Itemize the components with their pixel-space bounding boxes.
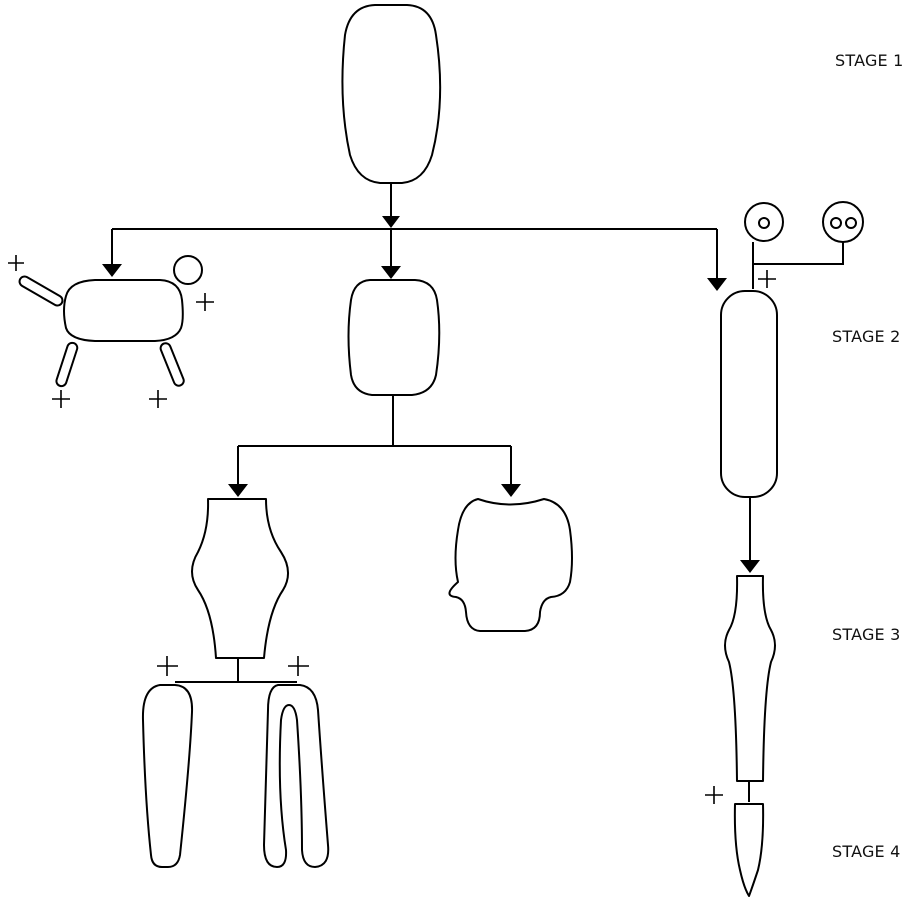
- arrowhead-capsule: [740, 560, 760, 573]
- arrowhead-middle-right: [501, 484, 521, 497]
- skull-shape: [448, 498, 573, 632]
- arrowhead-right-branch: [707, 278, 727, 291]
- left-figure-body-shape: [63, 279, 184, 342]
- arrowhead-middle-branch: [381, 266, 401, 279]
- forked-limb-shape: [263, 684, 330, 868]
- arrowhead-left-branch: [102, 264, 122, 277]
- plus-sign-left-limb: [157, 656, 178, 676]
- plus-sign-right-leg: [149, 390, 167, 408]
- left-figure-right-leg-limb: [159, 342, 185, 387]
- left-figure-left-leg-limb: [55, 341, 79, 388]
- plus-sign-left-leg: [52, 390, 70, 408]
- left-limb-shape: [141, 684, 194, 868]
- plus-sign-head: [196, 293, 214, 311]
- double-nucleus-dot-left: [830, 217, 842, 229]
- plus-sign-right-limb: [288, 656, 309, 676]
- stage-2-label: STAGE 2: [832, 327, 901, 346]
- left-figure-head-circle: [173, 255, 203, 285]
- connector-double-cell: [753, 242, 844, 265]
- middle-body-shape: [347, 279, 441, 396]
- capsule-body-shape: [720, 290, 778, 498]
- plus-sign-tip: [705, 786, 723, 804]
- stage-3-label: STAGE 3: [832, 625, 901, 644]
- arrowhead-middle-left: [228, 484, 248, 497]
- middle-torso-shape: [191, 498, 289, 659]
- spindle-shape: [724, 575, 776, 782]
- single-nucleus-dot: [758, 217, 770, 229]
- plus-sign-tube: [758, 270, 776, 288]
- stage1-body-shape: [341, 4, 442, 184]
- stage-1-label: STAGE 1: [835, 51, 904, 70]
- tip-shape: [733, 803, 765, 897]
- double-nucleus-circle: [822, 201, 864, 243]
- double-nucleus-dot-right: [845, 217, 857, 229]
- plus-sign-arm: [8, 255, 24, 271]
- left-figure-arm-limb: [18, 275, 64, 307]
- arrowhead-stage1: [382, 216, 400, 228]
- stage-4-label: STAGE 4: [832, 842, 901, 861]
- single-nucleus-circle: [744, 202, 784, 242]
